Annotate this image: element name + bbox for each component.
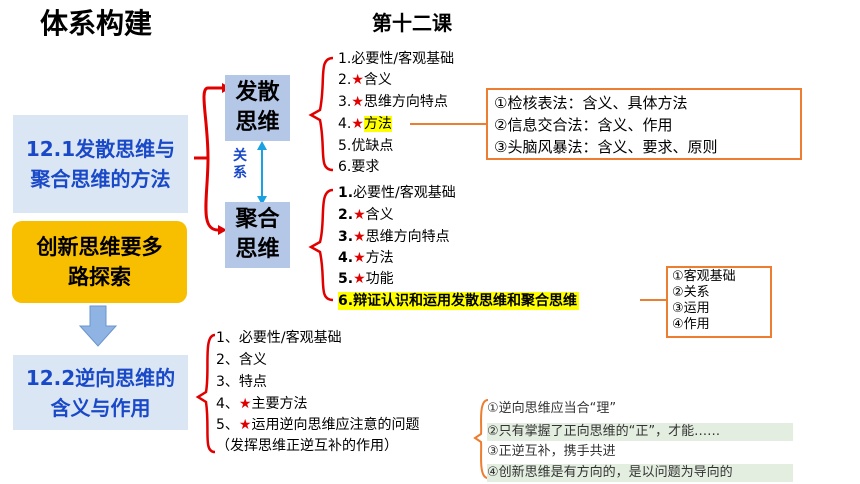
box-main-theme: 创新思维要多路探索	[12, 221, 187, 303]
reverse-point-3: ③正逆互补，携手共进	[487, 444, 616, 459]
divergent-item-5: 5.优缺点	[338, 138, 394, 154]
convergent-item-4: 4.★方法	[338, 250, 394, 266]
dialectic-2: ②关系	[672, 285, 710, 300]
reverse-point-1: ①逆向思维应当合“理”	[487, 401, 617, 416]
dialectic-4: ④作用	[672, 317, 710, 332]
convergent-item-3: 3.★思维方向特点	[338, 229, 450, 245]
reverse-item-5: 5、★运用逆向思维应注意的问题	[216, 417, 420, 433]
page-title: 体系构建	[40, 7, 153, 40]
divergent-item-4: 4.★方法	[338, 116, 392, 132]
box-12-2-text: 12.2逆向思维的含义与作用	[25, 365, 176, 420]
divergent-item-3: 3.★思维方向特点	[338, 94, 448, 110]
reverse-point-2: ②只有掌握了正向思维的“正”，才能……	[487, 423, 793, 441]
convergent-item-6: 6.辩证认识和运用发散思维和聚合思维	[338, 292, 580, 310]
reverse-point-4: ④创新思维是有方向的，是以问题为导向的	[487, 464, 793, 482]
method-2: ②信息交合法：含义、作用	[494, 116, 673, 134]
dialectic-box: ①客观基础 ②关系 ③运用 ④作用	[666, 266, 772, 338]
box-12-2-reverse: 12.2逆向思维的含义与作用	[13, 355, 188, 430]
reverse-item-3: 3、特点	[216, 374, 267, 390]
divergent-label: 发散思维	[235, 80, 280, 135]
convergent-item-2: 2.★含义	[338, 207, 394, 223]
dialectic-3: ③运用	[672, 301, 710, 316]
divergent-label-box: 发散思维	[225, 75, 290, 141]
convergent-item-5: 5.★功能	[338, 271, 394, 287]
convergent-item-1: 1.必要性/客观基础	[338, 185, 456, 201]
method-1: ①检核表法：含义、具体方法	[494, 94, 688, 112]
method-3: ③头脑风暴法：含义、要求、原则	[494, 138, 718, 156]
reverse-item-4: 4、★主要方法	[216, 396, 308, 412]
box-12-1-text: 12.1发散思维与聚合思维的方法	[25, 137, 176, 191]
reverse-item-2: 2、含义	[216, 352, 267, 368]
box-main-text: 创新思维要多路探索	[36, 235, 163, 289]
reverse-note: （发挥思维正逆互补的作用）	[216, 438, 398, 454]
divergent-item-6: 6.要求	[338, 159, 380, 175]
reverse-item-1: 1、必要性/客观基础	[216, 330, 342, 346]
methods-box: ①检核表法：含义、具体方法 ②信息交合法：含义、作用 ③头脑风暴法：含义、要求、…	[486, 88, 802, 160]
convergent-label: 聚合思维	[235, 207, 280, 262]
lesson-title: 第十二课	[372, 11, 452, 35]
divergent-item-2: 2.★含义	[338, 72, 392, 88]
convergent-label-box: 聚合思维	[225, 202, 290, 268]
relation-label: 关系	[233, 148, 247, 181]
dialectic-1: ①客观基础	[672, 269, 736, 284]
box-12-1-methods: 12.1发散思维与聚合思维的方法	[13, 115, 188, 213]
divergent-item-1: 1.必要性/客观基础	[338, 51, 455, 67]
